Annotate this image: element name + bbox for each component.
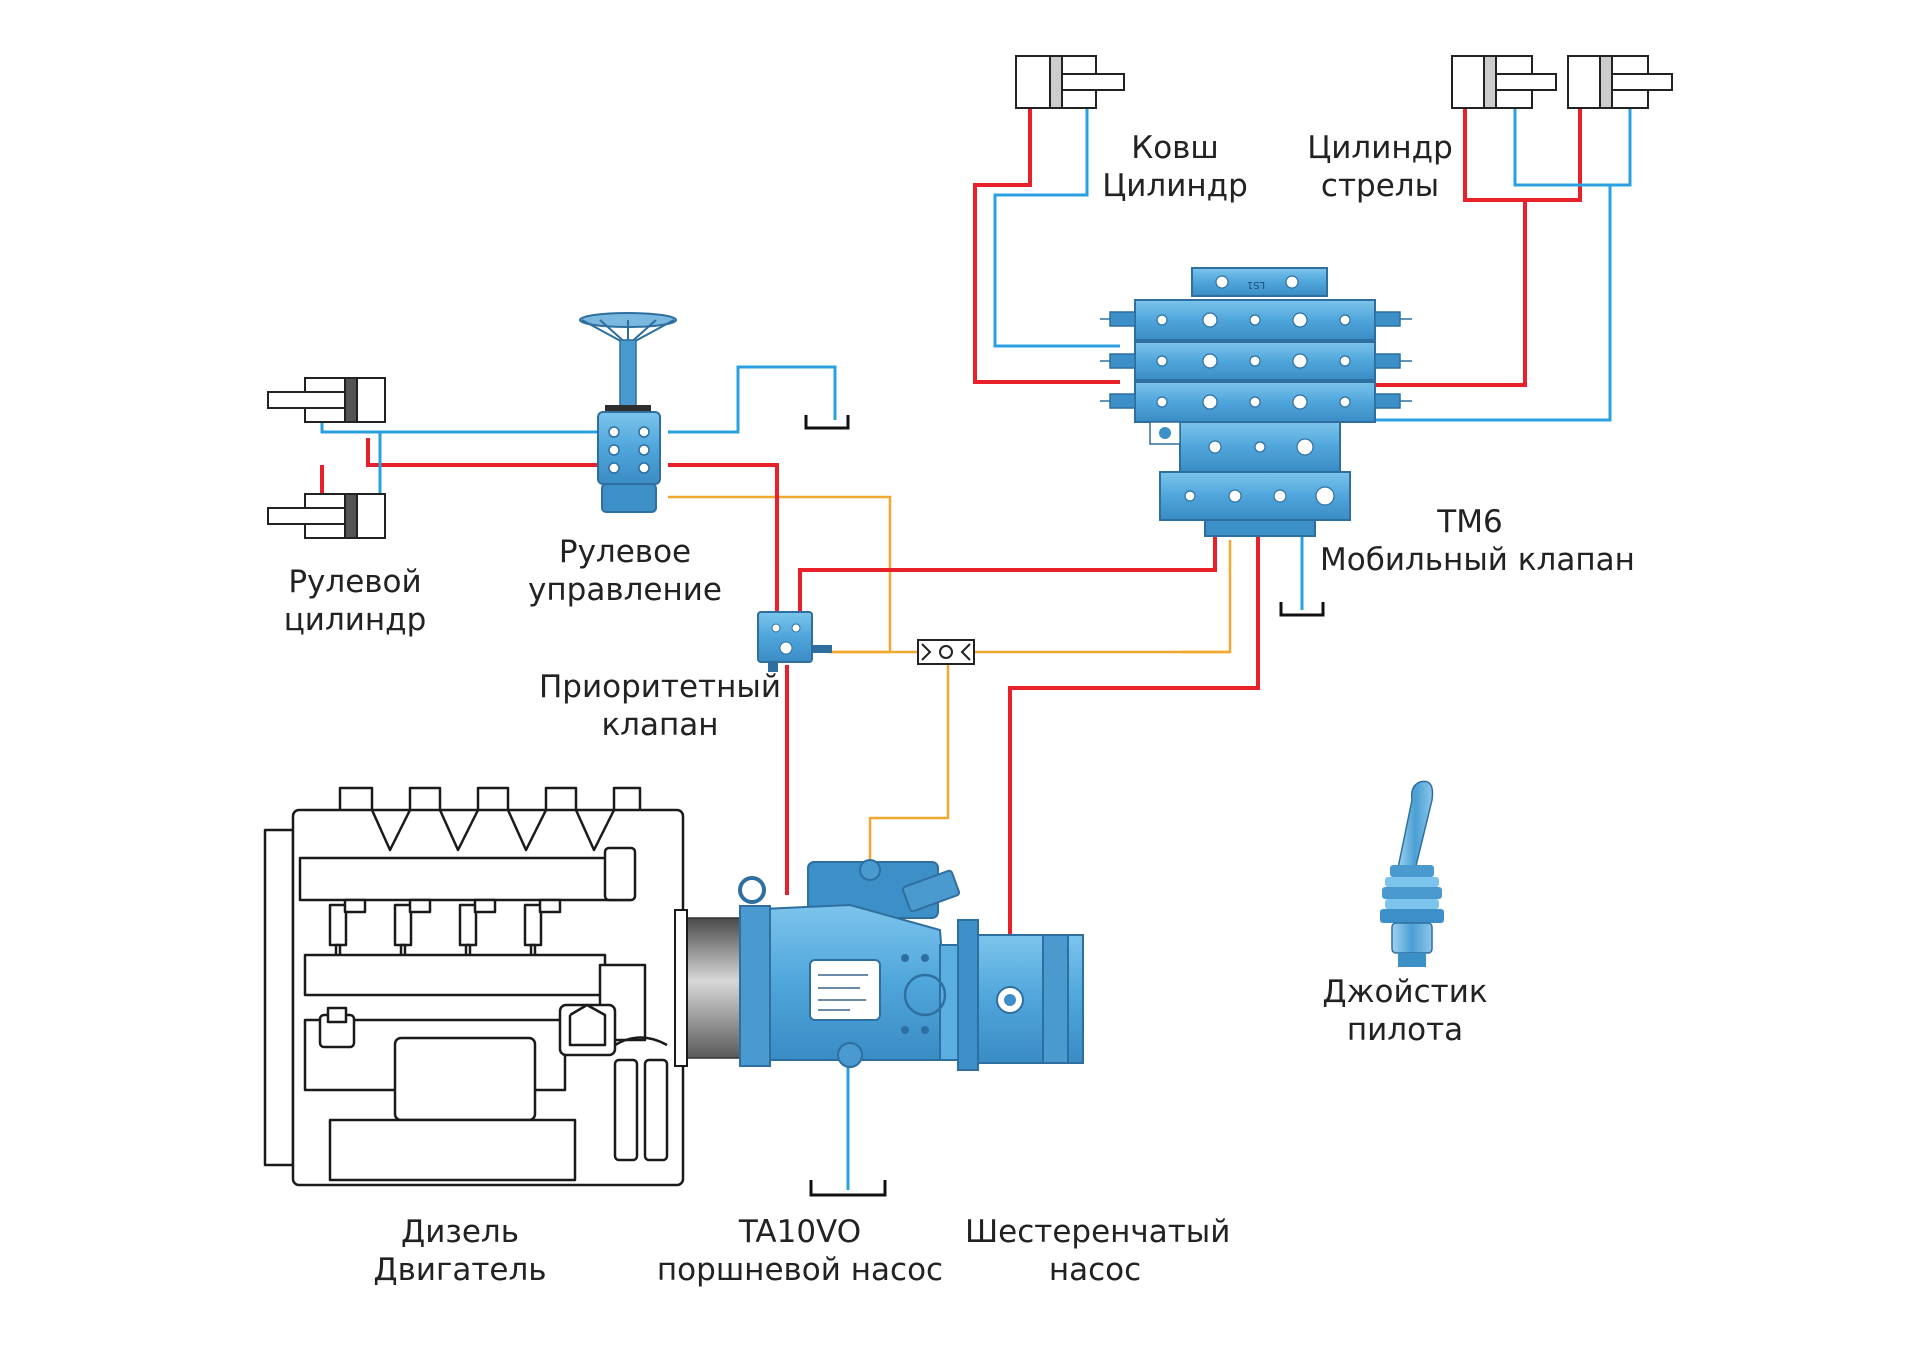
steering-cylinder-bottom-symbol xyxy=(267,493,386,539)
label-steering-unit-line1: Рулевое xyxy=(558,534,692,570)
label-mobile-valve: TM6 Мобильный клапан xyxy=(1320,503,1635,579)
boom-cylinder-right-symbol xyxy=(1567,55,1673,109)
label-gear-pump-line1: Шестеренчатый xyxy=(965,1214,1231,1250)
label-bucket-cylinder-line1: Ковш xyxy=(1131,130,1219,166)
label-diesel-engine: Дизель Двигатель xyxy=(360,1213,560,1289)
mobile-valve-illustration xyxy=(1100,267,1412,537)
tank-mobile-valve xyxy=(1279,602,1325,617)
label-pilot-joystick-line1: Джойстик xyxy=(1322,974,1488,1010)
label-boom-cylinder: Цилиндр стрелы xyxy=(1290,129,1470,205)
label-diesel-engine-line2: Двигатель xyxy=(373,1252,547,1288)
label-diesel-engine-line1: Дизель xyxy=(400,1214,519,1250)
label-priority-valve-line2: клапан xyxy=(601,707,719,743)
piston-pump-illustration xyxy=(738,859,989,1068)
diesel-engine-illustration xyxy=(263,786,685,1187)
pressure-lines xyxy=(320,108,1582,1000)
label-bucket-cylinder: Ковш Цилиндр xyxy=(1090,129,1260,205)
label-pilot-joystick-line2: пилота xyxy=(1346,1012,1464,1048)
label-gear-pump: Шестеренчатый насос xyxy=(965,1213,1231,1289)
steering-cylinder-top-symbol xyxy=(267,377,386,423)
boom-cylinder-left-symbol xyxy=(1451,55,1557,109)
label-gear-pump-line2: насос xyxy=(1048,1252,1142,1288)
tank-symbols xyxy=(804,415,1325,1197)
label-piston-pump-line1: TA10VO xyxy=(738,1214,862,1250)
return-lines xyxy=(320,108,1632,1190)
tank-piston-pump xyxy=(809,1180,887,1197)
label-priority-valve: Приоритетный клапан xyxy=(535,668,785,744)
label-steering-cylinder-line1: Рулевой xyxy=(288,564,422,600)
label-pilot-joystick: Джойстик пилота xyxy=(1320,973,1490,1049)
priority-valve-illustration xyxy=(757,611,832,672)
pilot-joystick-illustration xyxy=(1380,780,1444,967)
gear-pump-illustration xyxy=(957,919,1084,1071)
tank-steering xyxy=(804,415,850,430)
steering-unit-illustration xyxy=(579,312,677,513)
shuttle-valve-symbol xyxy=(917,639,975,665)
label-priority-valve-line1: Приоритетный xyxy=(538,669,781,705)
label-boom-cylinder-line2: стрелы xyxy=(1320,168,1440,204)
bucket-cylinder-symbol xyxy=(1015,55,1125,109)
label-steering-unit: Рулевое управление xyxy=(515,533,735,609)
engine-coupling xyxy=(674,909,742,1067)
label-bucket-cylinder-line2: Цилиндр xyxy=(1102,168,1248,204)
label-steering-unit-line2: управление xyxy=(528,572,722,608)
label-boom-cylinder-line1: Цилиндр xyxy=(1307,130,1453,166)
label-steering-cylinder: Рулевой цилиндр xyxy=(265,563,445,639)
valve-stamp: LS1 xyxy=(1247,279,1265,290)
label-mobile-valve-line1: TM6 xyxy=(1437,504,1503,540)
label-piston-pump-line2: поршневой насос xyxy=(656,1252,944,1288)
label-steering-cylinder-line2: цилиндр xyxy=(283,602,427,638)
label-piston-pump: TA10VO поршневой насос xyxy=(655,1213,945,1289)
label-mobile-valve-line2: Мобильный клапан xyxy=(1320,542,1635,578)
